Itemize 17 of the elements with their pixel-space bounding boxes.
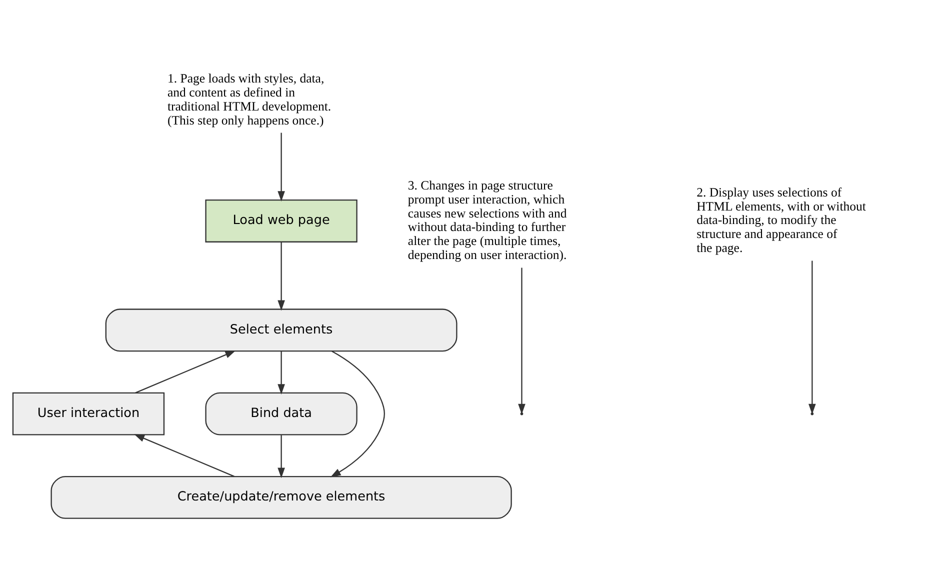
- node-box: Bind data: [205, 392, 358, 435]
- arrow: [330, 350, 385, 477]
- arrow: [278, 242, 285, 310]
- arrow: [135, 350, 236, 393]
- node-text: 1. Page loads with styles, data, and content as defined in traditional HTML development. (This step only happens once.): [167, 71, 332, 127]
- node-box: Create/update/remove elements: [50, 475, 512, 518]
- arrow: [278, 434, 285, 478]
- node-text: 2. Display uses selections of HTML elements, with or without data-binding, to modify the structure and appearance of the page.: [696, 184, 866, 255]
- arrow: [518, 267, 526, 414]
- node-box: Select elements: [105, 308, 458, 352]
- arrow: [278, 350, 285, 394]
- arrow: [278, 132, 285, 202]
- node-box: User interaction: [12, 392, 165, 435]
- node-text: 3. Changes in page structure prompt user interaction, which causes new selections with and without data-binding to further alter the page (multiple times, depending on user interaction).: [408, 178, 567, 262]
- arrow: [808, 260, 816, 414]
- node-box: Load web page: [205, 198, 358, 242]
- arrow: [134, 434, 234, 476]
